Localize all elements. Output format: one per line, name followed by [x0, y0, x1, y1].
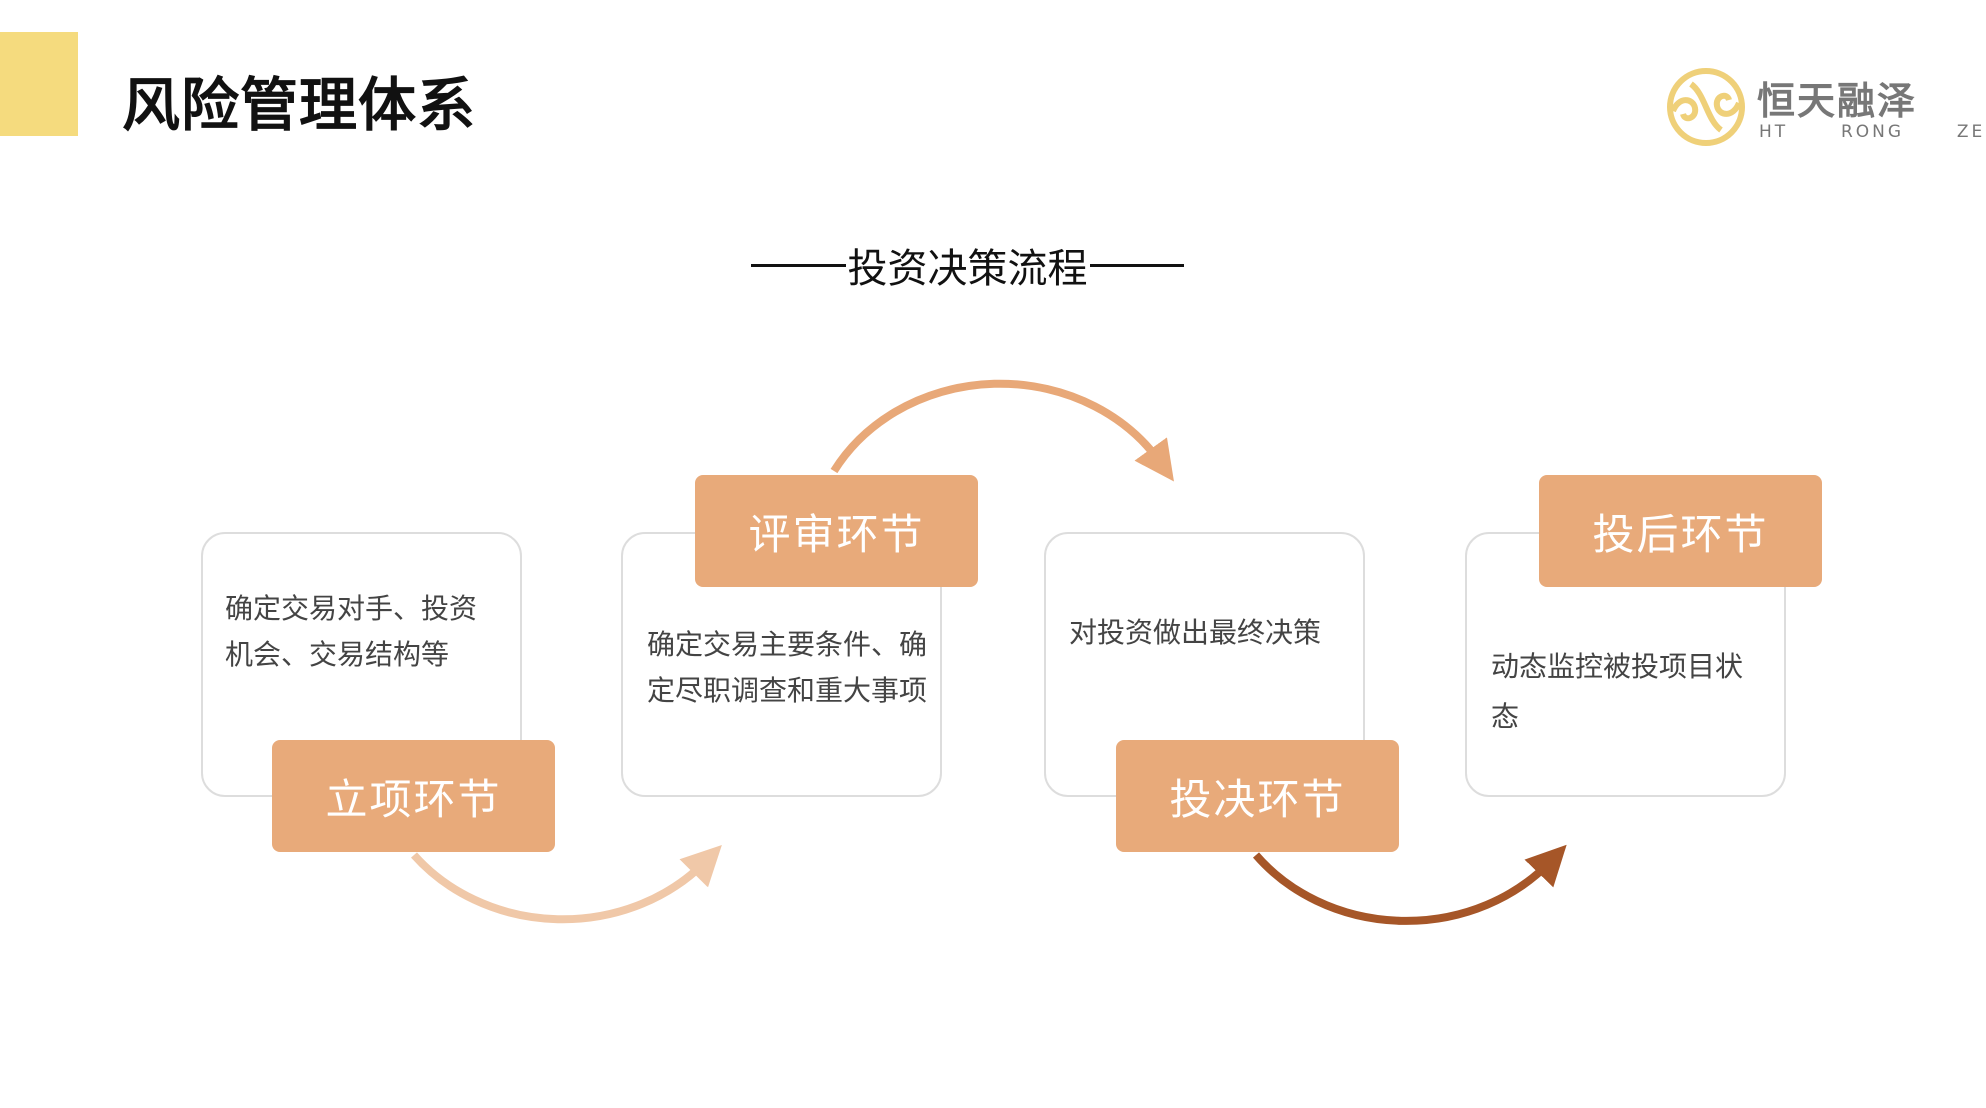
company-logo: 恒天融泽 HT RONG ZE: [1665, 66, 1982, 148]
arrow-stage1-to-stage2: [411, 844, 722, 924]
stage-3-description: 对投资做出最终决策: [1069, 616, 1322, 649]
logo-name-en: HT RONG ZE: [1759, 122, 1986, 142]
stage-4-description: 动态监控被投项目状态: [1491, 650, 1744, 733]
arrow-stage2-to-stage3: [830, 379, 1174, 482]
stage-2-label: 评审环节: [695, 475, 978, 587]
section-subtitle: 投资决策流程: [751, 240, 1184, 292]
subtitle-text: 投资决策流程: [847, 246, 1088, 292]
subtitle-line-right: [1089, 263, 1184, 267]
arrow-stage3-to-stage4: [1252, 844, 1567, 925]
stage-4-label: 投后环节: [1539, 475, 1822, 587]
stage-1-description: 确定交易对手、投资机会、交易结构等: [225, 592, 478, 671]
logo-name-cn: 恒天融泽: [1757, 79, 1918, 123]
stage-1-label: 立项环节: [272, 740, 555, 852]
stage-3-label: 投决环节: [1116, 740, 1399, 852]
page-title: 风险管理体系: [122, 71, 477, 139]
title-accent-bar: [0, 32, 78, 136]
subtitle-line-left: [751, 263, 846, 267]
stage-2-description: 确定交易主要条件、确定尽职调查和重大事项: [647, 628, 928, 707]
logo-emblem-icon: [1667, 68, 1745, 146]
